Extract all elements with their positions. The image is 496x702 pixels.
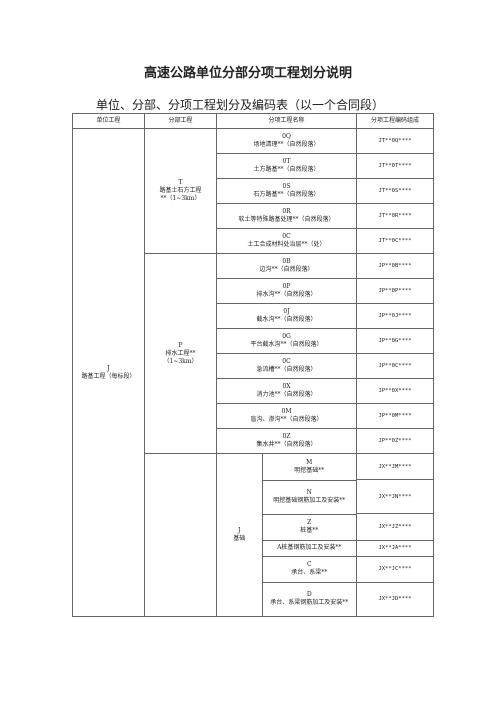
sub-item-name-cell: A桩基钢筋加工及安装** [261, 539, 356, 557]
sub-item-encoding-cell: JX**JD**** [356, 581, 434, 618]
sub-item-encoding-cell: JX**JZ**** [356, 513, 434, 541]
header-unit: 单位工程 [72, 113, 145, 129]
header-part: 分部工程 [144, 113, 217, 129]
table-header-row: 单位工程 分部工程 分项工程名称 分项工程编码组成 [72, 113, 434, 129]
table-row: JX**JZ**** [73, 513, 434, 541]
sub-item-encoding-cell: JX**JA**** [356, 539, 434, 557]
foundation-part-cell: J 基础 [217, 454, 263, 616]
header-item-name: 分项工程名称 [216, 113, 357, 129]
part-cell-drainage: P 排水工程** （1~3km） [144, 253, 217, 454]
sub-item-encoding-cell: JX**JM**** [356, 452, 434, 481]
item-encoding-cell: JP**0J**** [356, 303, 434, 329]
item-encoding-cell: JT**0Q**** [356, 128, 434, 154]
table-caption: 单位、分部、分项工程划分及编码表（以一个合同段） [96, 98, 385, 112]
engineering-division-table: 单位工程 分部工程 分项工程名称 分项工程编码组成 J 路基工程（每标段） T … [72, 113, 434, 618]
item-encoding-cell: JP**0G**** [356, 328, 434, 354]
sub-item-encoding-cell: JX**JN**** [356, 479, 434, 515]
item-encoding-cell: JP**0Z**** [356, 428, 434, 454]
part-cell-earthwork: T 路基土石方工程 **（1~3km） [144, 128, 217, 254]
page-title: 高速公路单位分部分项工程划分说明 [143, 66, 352, 81]
part-cell-blank [144, 453, 217, 617]
item-encoding-cell: JT**0R**** [356, 203, 434, 229]
item-encoding-cell: JT**0T**** [356, 153, 434, 179]
item-encoding-cell: JP**0P**** [356, 278, 434, 304]
header-encoding: 分项工程编码组成 [356, 113, 434, 129]
item-encoding-cell: JP**0B**** [356, 253, 434, 279]
item-encoding-cell: JT**0S**** [356, 178, 434, 204]
item-encoding-cell: JP**0M**** [356, 403, 434, 429]
item-encoding-cell: JP**0X**** [356, 378, 434, 404]
sub-item-encoding-cell: JX**JC**** [356, 555, 434, 583]
item-encoding-cell: JT**0C**** [356, 228, 434, 254]
table-row: JX**JD**** [73, 581, 434, 618]
item-encoding-cell: JP**0C**** [356, 353, 434, 379]
unit-cell: J 路基工程（每标段） [72, 128, 145, 617]
